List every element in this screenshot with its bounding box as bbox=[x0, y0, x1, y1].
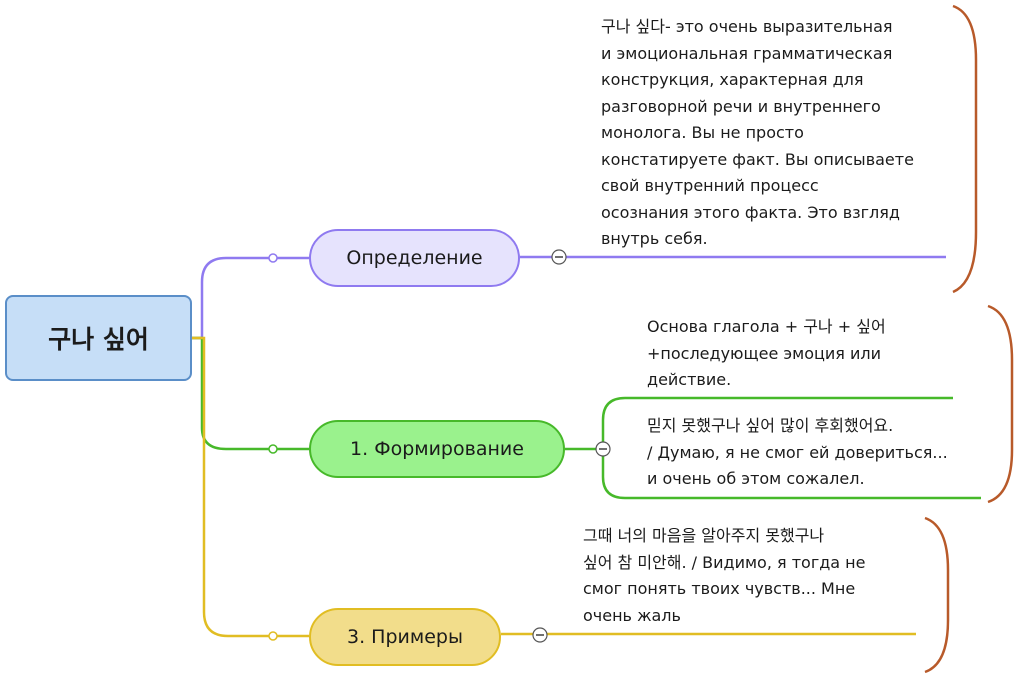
connector-node-examples bbox=[268, 631, 278, 641]
connector-node-formation bbox=[268, 444, 278, 454]
connector-definition bbox=[192, 256, 309, 340]
branch-formation[interactable]: 1. Формирование bbox=[309, 420, 565, 478]
connector-node-definition bbox=[268, 253, 278, 263]
brace-definition bbox=[952, 4, 978, 294]
connector-examples bbox=[192, 336, 309, 638]
note-examples[interactable]: 그때 너의 마음을 알아주지 못했구나 싶어 참 미안해. / Видимо, … bbox=[583, 526, 866, 625]
note-formation-rule[interactable]: Основа глагола + 구나 + 싶어 +последующее эм… bbox=[647, 317, 886, 389]
branch-examples[interactable]: 3. Примеры bbox=[309, 608, 501, 666]
brace-formation bbox=[987, 304, 1014, 504]
collapse-examples-button[interactable] bbox=[532, 627, 548, 643]
connector-formation bbox=[192, 336, 309, 451]
collapse-formation-button[interactable] bbox=[595, 441, 611, 457]
connector-formation-leaf bbox=[565, 396, 981, 500]
brace-examples bbox=[924, 516, 950, 674]
root-topic[interactable]: 구나 싶어 bbox=[5, 295, 192, 381]
note-formation-example[interactable]: 믿지 못했구나 싶어 많이 후회했어요. / Думаю, я не смог … bbox=[647, 416, 948, 488]
note-definition[interactable]: 구나 싶다- это очень выразительная и эмоцион… bbox=[601, 17, 914, 248]
branch-definition[interactable]: Определение bbox=[309, 229, 520, 287]
collapse-definition-button[interactable] bbox=[551, 249, 567, 265]
